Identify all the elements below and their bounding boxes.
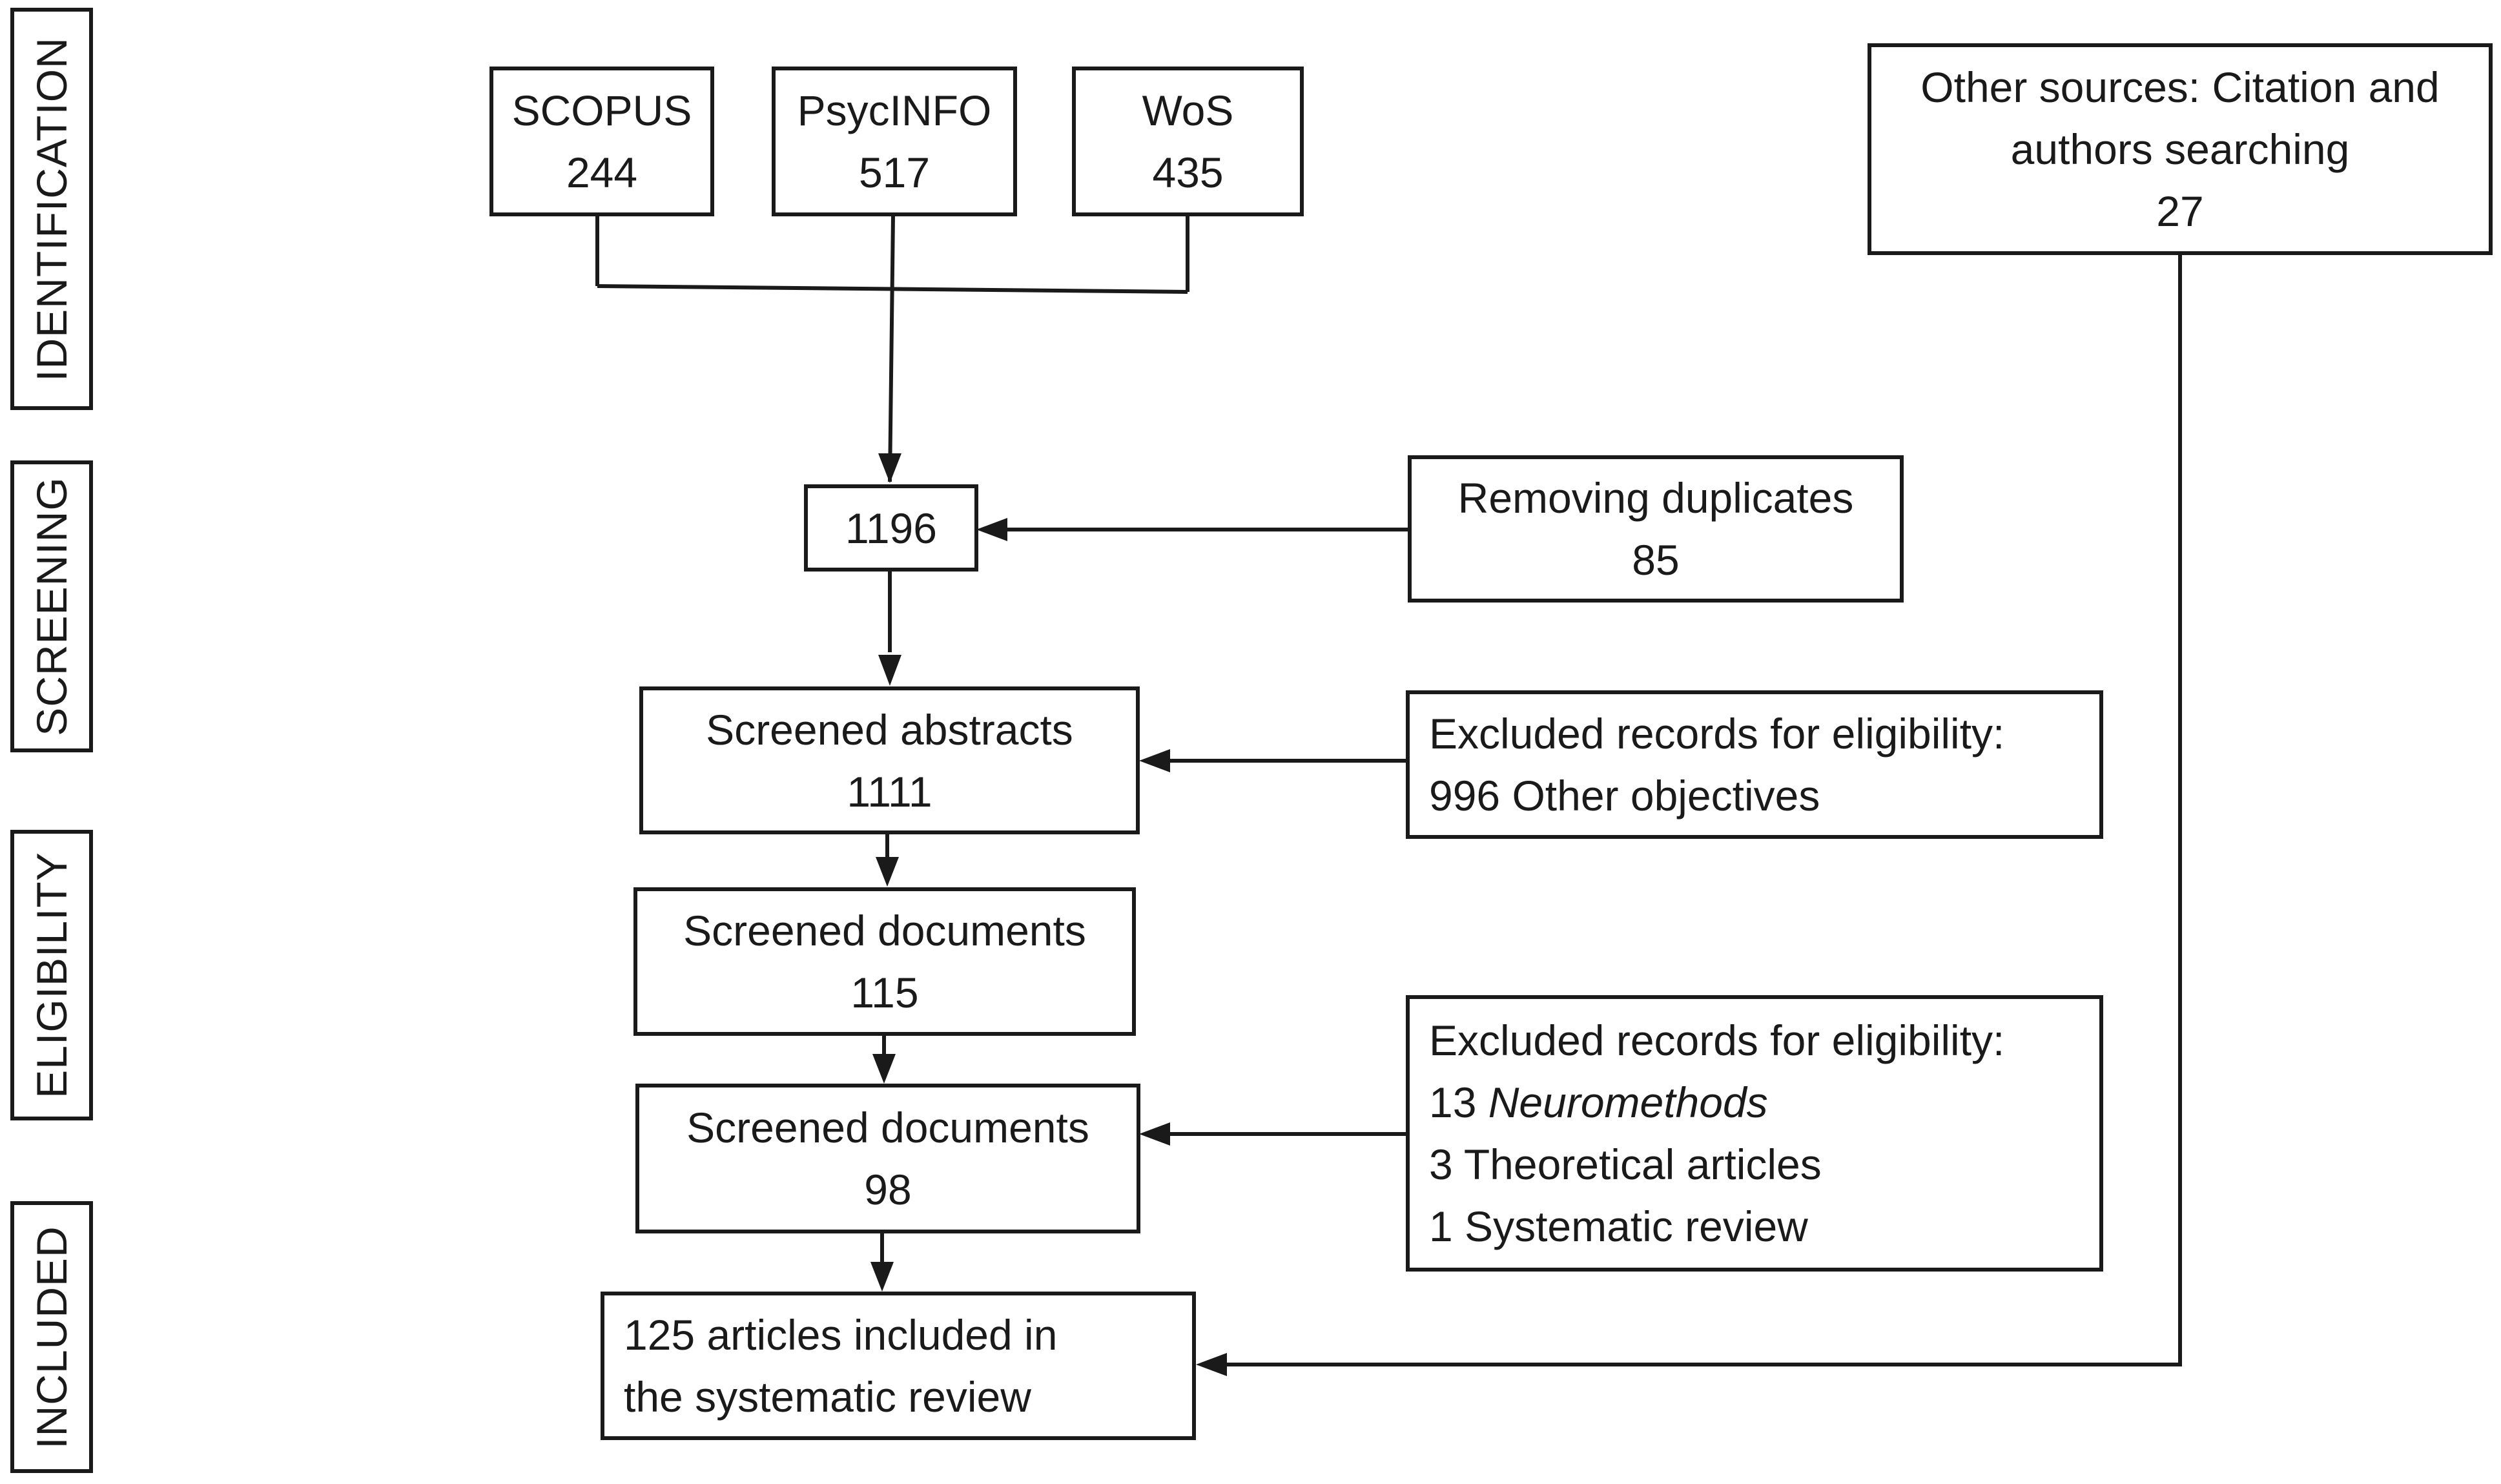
source-other-count: 27	[2156, 187, 2204, 235]
total-records-box: 1196	[804, 484, 978, 572]
source-other-line2: authors searching	[2010, 125, 2350, 173]
phase-identification: IDENTIFICATION	[10, 8, 93, 410]
excluded-documents-item1-label: Neuromethods	[1488, 1078, 1768, 1126]
excluded-documents-item2: 3 Theoretical articles	[1429, 1140, 1822, 1188]
source-scopus-box: SCOPUS 244	[489, 67, 714, 216]
screened-documents-1-box: Screened documents 115	[633, 887, 1136, 1036]
arrow-to-documents1-head	[876, 857, 899, 887]
excluded-abstracts-box: Excluded records for eligibility: 996 Ot…	[1406, 690, 2103, 839]
excluded-documents-item1-count: 13	[1429, 1078, 1477, 1126]
phase-eligibility-label: ELIGIBILITY	[28, 852, 76, 1098]
source-other-line1: Other sources: Citation and	[1920, 63, 2440, 111]
phase-screening-label: SCREENING	[28, 477, 76, 736]
screened-documents-1-label: Screened documents	[683, 907, 1086, 954]
arrow-excluded-docs-head	[1139, 1122, 1170, 1146]
arrow-other-sources-head	[1196, 1353, 1227, 1376]
excluded-documents-item3: 1 Systematic review	[1429, 1202, 1808, 1250]
phase-included: INCLUDED	[10, 1201, 93, 1473]
source-wos-count: 435	[1152, 149, 1224, 196]
screened-abstracts-box: Screened abstracts 1111	[639, 686, 1140, 834]
excluded-documents-box: Excluded records for eligibility: 13 Neu…	[1406, 995, 2103, 1272]
phase-identification-label: IDENTIFICATION	[28, 36, 76, 382]
screened-abstracts-count: 1111	[847, 767, 932, 816]
arrow-to-abstracts-head	[878, 655, 901, 686]
included-articles-box: 125 articles included in the systematic …	[601, 1292, 1196, 1440]
duplicates-count: 85	[1632, 536, 1680, 584]
phase-eligibility: ELIGIBILITY	[10, 830, 93, 1120]
source-wos-box: WoS 435	[1072, 67, 1304, 216]
source-psycinfo-box: PsycINFO 517	[772, 67, 1017, 216]
arrow-to-included-head	[870, 1262, 894, 1292]
arrow-other-sources	[1227, 255, 2182, 1366]
screened-documents-2-label: Screened documents	[686, 1104, 1089, 1151]
excluded-documents-item1: 13 Neuromethods	[1429, 1071, 2099, 1133]
phase-included-label: INCLUDED	[28, 1225, 76, 1449]
source-wos-name: WoS	[1142, 87, 1234, 134]
arrow-to-1196	[888, 216, 895, 482]
source-scopus-name: SCOPUS	[511, 87, 692, 134]
excluded-abstracts-title: Excluded records for eligibility:	[1429, 710, 2005, 757]
phase-screening: SCREENING	[10, 460, 93, 752]
excluded-documents-title: Excluded records for eligibility:	[1429, 1016, 2005, 1064]
source-other-box: Other sources: Citation and authors sear…	[1868, 43, 2493, 255]
duplicates-box: Removing duplicates 85	[1408, 455, 1904, 603]
included-articles-line2: the systematic review	[624, 1373, 1031, 1421]
screened-documents-1-count: 115	[850, 969, 919, 1016]
excluded-abstracts-line1: 996 Other objectives	[1429, 772, 1820, 819]
screened-documents-2-box: Screened documents 98	[635, 1084, 1140, 1233]
source-psycinfo-name: PsycINFO	[797, 87, 992, 134]
arrow-excluded-abstracts-head	[1139, 749, 1170, 772]
duplicates-label: Removing duplicates	[1457, 474, 1854, 522]
included-articles-line1: 125 articles included in	[624, 1311, 1058, 1359]
screened-documents-2-count: 98	[864, 1166, 912, 1213]
arrow-to-1196-head	[878, 453, 901, 483]
screened-abstracts-label: Screened abstracts	[706, 705, 1073, 754]
total-records-count: 1196	[845, 504, 937, 552]
source-scopus-count: 244	[566, 149, 638, 196]
arrow-duplicates-head	[976, 518, 1007, 541]
arrow-to-documents2-head	[872, 1054, 896, 1084]
source-psycinfo-count: 517	[858, 149, 931, 196]
